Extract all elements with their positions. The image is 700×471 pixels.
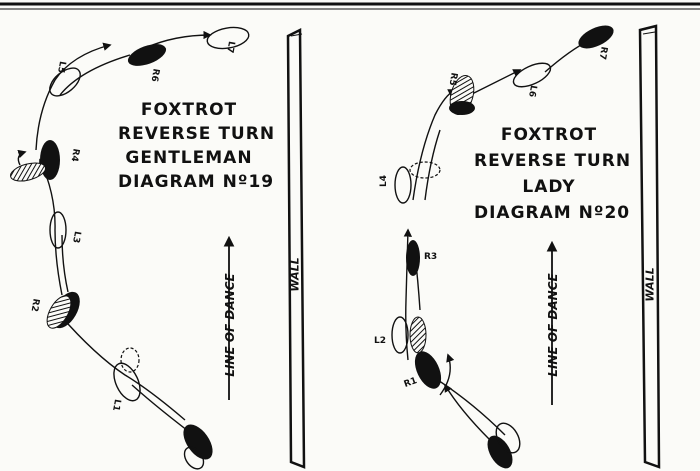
left-step-label-5: L5 [55, 60, 67, 74]
left-step-label-7: L7 [224, 40, 236, 54]
right-step-label-3: R3 [424, 252, 438, 262]
right-wall-label: WALL [643, 267, 657, 302]
right-line-of-dance-label: LINE OF DANCE [546, 273, 560, 377]
left-wall-label: WALL [288, 257, 302, 292]
right-wall [638, 24, 661, 469]
right-title-line-2: REVERSE TURN [474, 151, 632, 171]
right-step-path [403, 39, 592, 441]
left-step-label-1: L1 [110, 398, 122, 412]
right-step-label-2: L2 [374, 336, 386, 346]
left-line-of-dance-label: LINE OF DANCE [223, 273, 237, 377]
left-title-line-4: DIAGRAM Nº19 [118, 172, 275, 192]
right-title-block: FOXTROT REVERSE TURN LADY DIAGRAM Nº20 [474, 122, 632, 226]
left-title-line-3: GENTLEMAN [125, 148, 253, 168]
right-title-line-3: LADY [522, 177, 576, 197]
right-diagram [391, 24, 661, 469]
left-title-block: FOXTROT REVERSE TURN GENTLEMAN DIAGRAM N… [118, 98, 276, 194]
right-title-line-1: FOXTROT [500, 125, 598, 145]
left-title-line-1: FOXTROT [140, 100, 238, 120]
right-title-line-4: DIAGRAM Nº20 [474, 203, 631, 223]
right-step-label-4: L4 [379, 175, 389, 187]
left-title-line-2: REVERSE TURN [118, 124, 276, 144]
left-step-label-3: L3 [70, 230, 82, 244]
right-footprints [391, 25, 614, 469]
left-diagram [9, 26, 306, 470]
right-step-label-6: L6 [526, 84, 538, 98]
left-footprints [9, 26, 250, 470]
left-wall [286, 27, 306, 469]
